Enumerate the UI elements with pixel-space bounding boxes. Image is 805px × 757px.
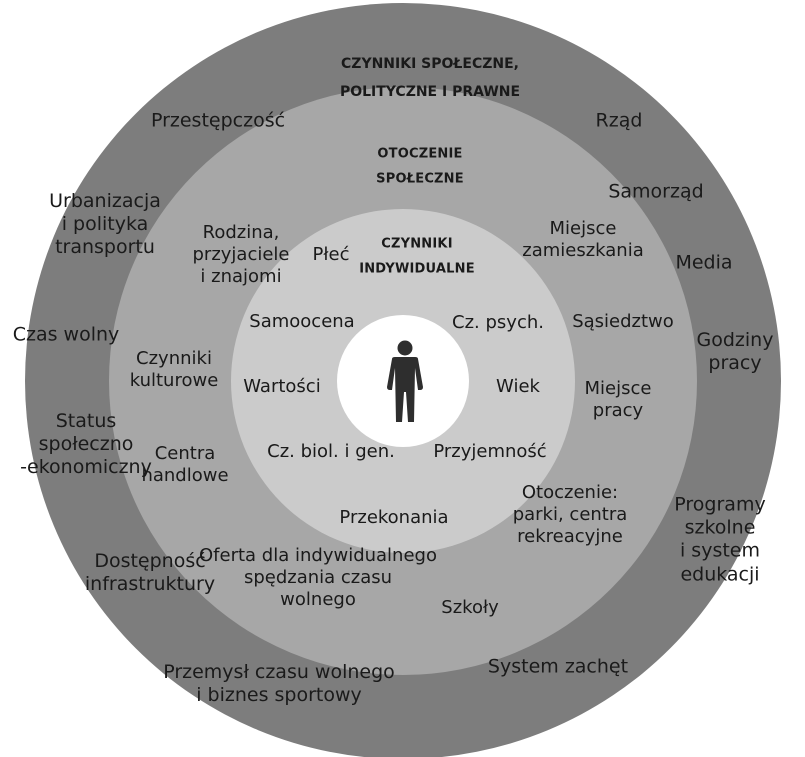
outer-label-crime: Przestępczość — [150, 109, 286, 132]
individual-label-values: Wartości — [243, 376, 321, 398]
individual-label-beliefs: Przekonania — [339, 507, 449, 529]
outer-label-government: Rząd — [595, 109, 643, 132]
outer-label-incentive-system: System zachęt — [487, 655, 629, 678]
outer-label-media: Media — [675, 251, 733, 274]
individual-label-self-esteem: Samoocena — [249, 311, 355, 333]
outer-ring-heading: CZYNNIKI SPOŁECZNE,POLITYCZNE I PRAWNE — [339, 56, 521, 100]
individual-label-age: Wiek — [496, 376, 540, 398]
social-label-neighbourhood: Sąsiedztwo — [572, 311, 674, 333]
individual-label-pleasure: Przyjemność — [433, 441, 547, 463]
social-label-schools: Szkoły — [441, 597, 499, 619]
individual-label-psych-factors: Cz. psych. — [452, 312, 544, 334]
individual-label-sex: Płeć — [312, 244, 350, 266]
individual-label-bio-genetic: Cz. biol. i gen. — [267, 441, 395, 463]
person-icon — [387, 340, 423, 422]
outer-label-free-time: Czas wolny — [12, 323, 120, 346]
outer-label-local-government: Samorząd — [608, 180, 704, 203]
